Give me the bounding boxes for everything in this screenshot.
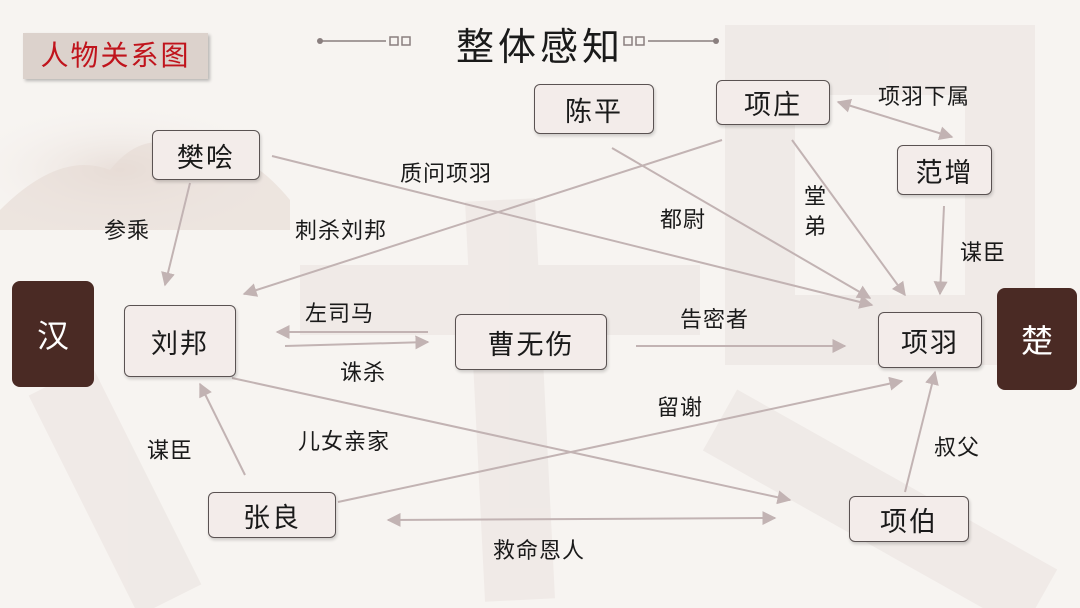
label-canchen: 参乘 — [104, 219, 151, 244]
edge-fankuai-liubang — [161, 182, 191, 287]
side-block-han: 汉 — [12, 281, 94, 387]
edge-fanzeng-xiangzhuang — [836, 99, 954, 140]
label-gaomi: 告密者 — [680, 308, 750, 333]
label-cisha: 刺杀刘邦 — [295, 219, 388, 244]
node-chenping[interactable]: 陈平 — [534, 84, 654, 134]
node-fankuai[interactable]: 樊哙 — [152, 130, 260, 180]
node-caowushang[interactable]: 曹无伤 — [455, 314, 607, 370]
edge-chenping-xiangyu — [611, 147, 872, 299]
edge-xiangzhuang-xiangyu — [791, 139, 906, 297]
section-tag: 人物关系图 — [23, 33, 208, 79]
edge-zhangliang-liubang — [199, 382, 246, 476]
label-jiuming: 救命恩人 — [493, 539, 586, 564]
edge-xiangbo-xiangyu — [904, 370, 939, 493]
edge-xiangbo-zhangliang — [386, 511, 777, 527]
title-ornament-right — [623, 36, 719, 46]
node-xiangzhuang[interactable]: 项庄 — [716, 80, 830, 125]
label-tangdi-1: 堂 — [803, 185, 826, 210]
edge-fanzeng-xiangyu — [933, 205, 948, 296]
edge-zhangliang-xiangyu — [337, 376, 904, 503]
label-zhusha: 诛杀 — [340, 361, 387, 386]
label-duwei: 都尉 — [660, 208, 707, 233]
label-liuxie: 留谢 — [657, 396, 704, 421]
node-liubang[interactable]: 刘邦 — [124, 305, 236, 377]
edge-fankuai-xiangyu — [271, 155, 874, 309]
node-xiangyu[interactable]: 项羽 — [878, 312, 982, 368]
edge-liubang-caowushang — [284, 335, 430, 350]
node-fanzeng[interactable]: 范增 — [897, 145, 992, 195]
label-xiashu: 项羽下属 — [878, 85, 971, 110]
label-mouchen-fanzeng: 谋臣 — [960, 241, 1007, 266]
label-mouchen-zhangliang: 谋臣 — [147, 439, 194, 464]
label-zhiwen: 质问项羽 — [400, 162, 493, 187]
title-ornament-left — [317, 36, 411, 46]
label-ernv: 儿女亲家 — [298, 430, 391, 455]
node-xiangbo[interactable]: 项伯 — [849, 496, 969, 542]
page-title: 整体感知 — [455, 25, 624, 69]
label-shufu: 叔父 — [934, 436, 981, 461]
side-block-chu: 楚 — [997, 288, 1077, 390]
node-zhangliang[interactable]: 张良 — [208, 492, 336, 538]
label-tangdi-2: 弟 — [803, 215, 826, 240]
edge-liubang-xiangbo — [231, 377, 792, 505]
label-zuosima: 左司马 — [305, 302, 375, 327]
